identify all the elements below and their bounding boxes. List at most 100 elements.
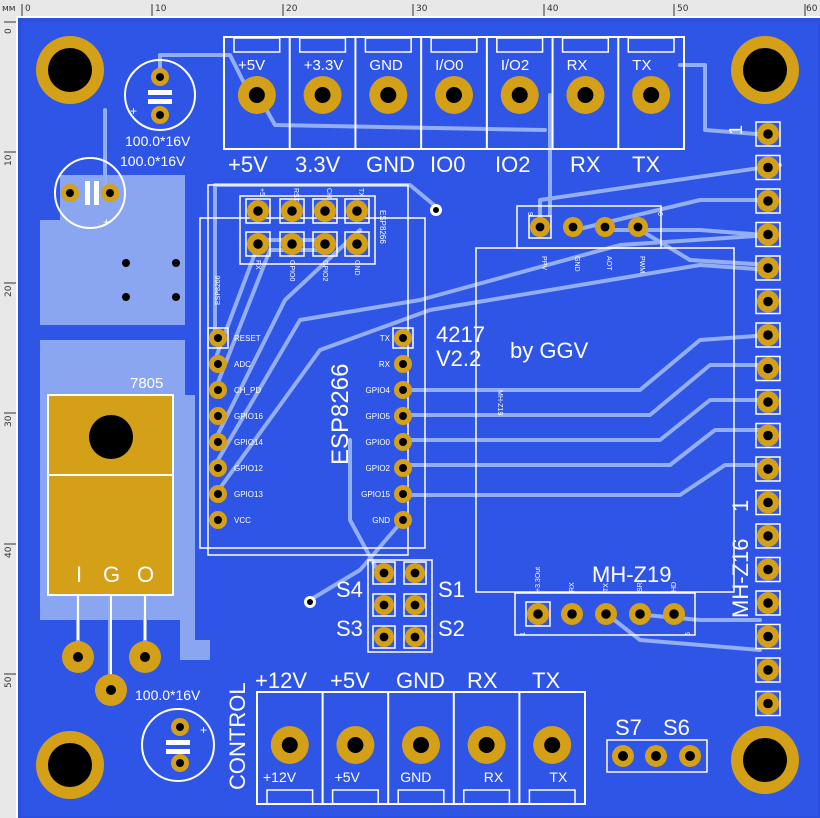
esp-right-pad-7	[394, 485, 412, 503]
esp-right-label-4: GPIO5	[366, 412, 391, 421]
top-tick-10: 10	[155, 4, 167, 14]
esp-right-pad-4	[394, 407, 412, 425]
top-label-3: GND	[366, 152, 415, 177]
esp-right-label-3: GPIO4	[366, 386, 391, 395]
z16-pad-8	[755, 355, 781, 382]
z19-top-num-right: 6	[656, 212, 663, 216]
z19-top-pad-2	[563, 217, 583, 237]
z16-pad-18	[755, 690, 781, 717]
jumper-s1: S1	[438, 577, 465, 602]
board-author: by GGV	[510, 338, 589, 363]
z19-bottom-num-right: 5	[685, 632, 692, 636]
board-code: 4217	[436, 322, 485, 347]
z19-bottom-label-4: SR	[637, 582, 644, 592]
esp-header-bottom-label-3: GPIO2	[321, 260, 328, 282]
top-label-5: IO2	[495, 152, 530, 177]
esp-left-label-6: GPIO12	[234, 464, 263, 473]
z19-top-label-1: PPV	[540, 256, 547, 270]
top-terminal-pad-2	[303, 76, 342, 114]
top-terminal-pad-7	[632, 76, 671, 114]
z16-pad-1	[755, 121, 781, 147]
esp-header-bottom-pad-2	[279, 231, 305, 257]
esp-header-bottom-pad-3	[312, 231, 338, 257]
esp-header-top-pad-1	[245, 198, 271, 224]
left-tick-10: 10	[4, 154, 14, 166]
bottom-terminal-pad-4	[467, 726, 506, 764]
esp-left-pad-6	[209, 459, 227, 477]
bottom-terminal-pin-3: GND	[400, 769, 431, 785]
esp-header-bottom-pad-4	[344, 231, 370, 257]
left-tick-30: 30	[4, 415, 14, 427]
bottom-label-5: TX	[532, 668, 560, 693]
bottom-terminal-pin-4: RX	[484, 769, 504, 785]
esp-module: RESETADCCH_PDGPIO16GPIO14GPIO12GPIO13VCC…	[207, 275, 414, 529]
top-terminal-pin-5: I/O2	[501, 57, 529, 74]
z19-name: MH-Z19	[592, 562, 671, 587]
regulator-7805: 7805 I G O	[47, 375, 174, 706]
left-tick-0: 0	[4, 28, 14, 34]
top-terminal-pin-7: TX	[632, 57, 651, 74]
z16-pad-7	[755, 322, 781, 348]
jumper-pad-5	[372, 625, 396, 649]
z16-pin1: 1	[726, 125, 746, 135]
bottom-side-label: CONTROL	[225, 682, 250, 790]
regulator-pin-i: I	[76, 562, 82, 587]
top-ruler-ticks: 0 10 20 30 40 50 60	[21, 4, 818, 16]
bottom-label-2: +5V	[330, 668, 370, 693]
z16-pad-12	[755, 489, 781, 516]
esp-left-pad-3	[209, 381, 227, 399]
z19-bottom-num-left: 1	[520, 632, 527, 636]
z19-bottom-label-1: +3.3Out	[535, 567, 542, 592]
top-terminal-pad-5	[500, 76, 539, 114]
bottom-terminal-pad-5	[533, 726, 572, 764]
z19-bottom-pad-2	[561, 603, 583, 625]
top-label-6: RX	[570, 152, 601, 177]
vias	[122, 204, 442, 608]
top-terminal-pin-3: GND	[369, 57, 403, 74]
top-terminal-pin-4: I/O0	[435, 57, 463, 74]
esp-small-label: ESP8266	[215, 275, 222, 305]
top-terminal-pad-3	[369, 76, 408, 114]
z19-bottom-pad-4	[629, 603, 651, 625]
jumper-pad-3	[372, 593, 396, 617]
top-tick-40: 40	[547, 4, 559, 14]
jumper-pad-4	[403, 593, 427, 617]
top-label-2: 3.3V	[295, 152, 341, 177]
z16-pad-13	[755, 523, 781, 549]
top-label-7: TX	[632, 152, 660, 177]
z19-top-label-3: AOT	[605, 256, 612, 271]
esp-left-pad-2	[209, 355, 227, 373]
esp-right-label-7: GPIO15	[361, 490, 390, 499]
esp-right-pad-1	[392, 327, 414, 349]
z16-pad-10	[755, 422, 781, 449]
top-terminal-pin-2: +3.3V	[304, 57, 344, 74]
esp-header-top-label-2: RST	[292, 188, 299, 203]
esp-right-pad-3	[394, 381, 412, 399]
esp-header-bottom-label-2: GPIO0	[288, 260, 295, 282]
top-ruler	[0, 0, 820, 16]
c1-label-b: 100.0*16V	[120, 153, 186, 169]
z16-pad-4	[755, 221, 781, 248]
capacitor-c3: 100.0*16V +	[135, 687, 215, 782]
z19-side-label: MH-Z19	[496, 390, 503, 415]
left-ruler	[0, 0, 16, 818]
esp-right-label-6: GPIO2	[366, 464, 391, 473]
esp-header-bottom-pad-1	[245, 231, 271, 257]
z19-top-label-4: PWM	[638, 256, 645, 273]
top-terminal-pad-6	[566, 76, 605, 114]
z19-top-label-2: GND	[573, 256, 580, 272]
esp-left-pad-7	[209, 485, 227, 503]
esp-right-label-8: GND	[372, 516, 390, 525]
esp-left-label-7: GPIO13	[234, 490, 263, 499]
top-terminal-pin-1: +5V	[238, 57, 265, 74]
esp-header-bottom-label-4: GND	[353, 260, 360, 276]
jumper-pad-2	[403, 561, 427, 585]
z16-pad-17	[755, 657, 781, 683]
top-tick-50: 50	[677, 4, 689, 14]
esp-module-name: ESP8266	[327, 364, 354, 465]
esp-left-pad-4	[209, 407, 227, 425]
esp-header-top-label-4: TX	[357, 188, 364, 197]
board-version: V2.2	[436, 346, 481, 371]
